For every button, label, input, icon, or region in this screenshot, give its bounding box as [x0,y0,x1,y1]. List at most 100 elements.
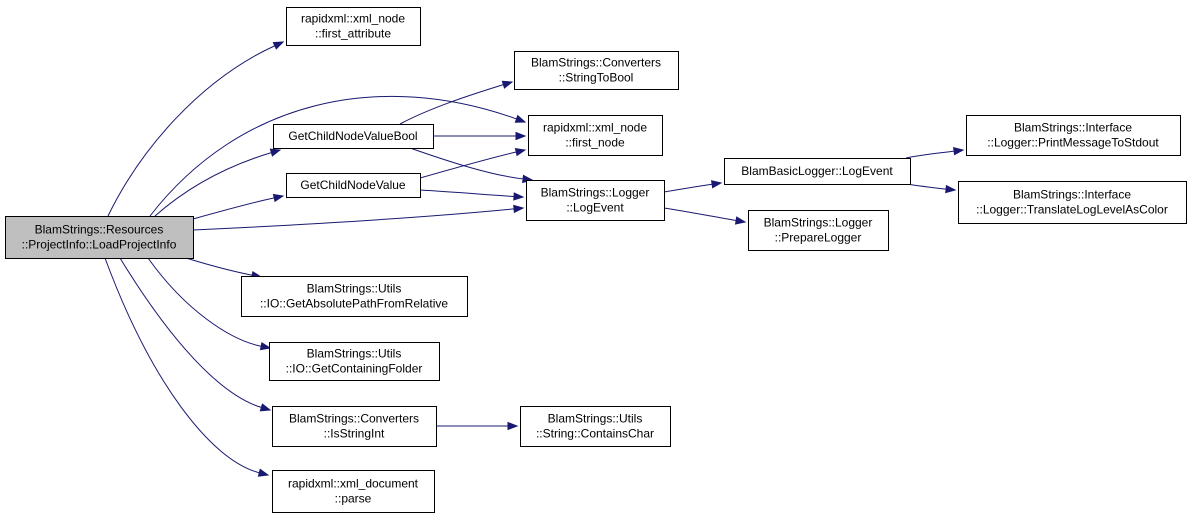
arrow-head [514,114,527,123]
node-label: BlamStrings::Utils [548,412,643,426]
nodes-layer: BlamStrings::Resources::ProjectInfo::Loa… [5,7,1187,513]
arrow-head [507,421,519,431]
node-label: ::IO::GetContainingFolder [286,362,423,376]
node-label: ::String::ContainsChar [536,427,654,441]
node-tlla[interactable]: BlamStrings::Interface::Logger::Translat… [958,181,1187,224]
node-label: ::LogEvent [566,201,624,215]
node-box [514,51,679,90]
edge-line [419,151,517,179]
edge-slog-bbl [663,180,723,193]
node-box [748,210,889,251]
node-label: GetChildNodeValue [300,178,406,192]
node-box [958,181,1187,224]
arrow-head [259,403,272,412]
edge-root-slog [192,204,525,231]
node-label: ::parse [335,492,372,506]
node-gcnvb[interactable]: GetChildNodeValueBool [273,124,434,149]
edge-root-fnode [149,95,527,217]
arrow-head [710,180,723,189]
node-label: ::IO::GetAbsolutePathFromRelative [260,297,448,311]
node-gapr[interactable]: BlamStrings::Utils::IO::GetAbsolutePathF… [241,276,468,317]
node-pmts[interactable]: BlamStrings::Interface::Logger::PrintMes… [966,115,1181,156]
edge-line [185,257,253,276]
node-label: ::Logger::PrintMessageToStdout [987,136,1159,150]
edge-line [905,183,947,190]
node-box [273,124,434,149]
node-box [286,173,421,198]
edge-gcnv-fnode [419,147,527,179]
node-label: BlamStrings::Interface [1014,121,1132,135]
node-fattr[interactable]: rapidxml::xml_node::first_attribute [286,7,421,46]
edge-line [663,207,737,222]
node-box [724,158,911,185]
node-label: ::Logger::TranslateLogLevelAsColor [976,203,1168,217]
node-label: BlamStrings::Logger [541,186,650,200]
arrow-head [501,80,514,89]
node-parse[interactable]: rapidxml::xml_document::parse [272,470,435,513]
edges-layer [104,41,965,477]
node-box [272,470,435,513]
node-label: ::PrepareLogger [775,231,862,245]
arrow-head [513,204,525,214]
node-gcf[interactable]: BlamStrings::Utils::IO::GetContainingFol… [269,342,440,381]
node-box [966,115,1181,156]
node-box [269,342,440,381]
node-box [526,180,665,221]
arrow-head [272,41,285,50]
edge-root-fattr [107,41,285,217]
edge-slog-prep [663,207,747,225]
node-label: BlamStrings::Utils [307,347,402,361]
edge-line [192,197,275,220]
arrow-head [514,147,527,157]
node-slog[interactable]: BlamStrings::Logger::LogEvent [526,180,665,221]
node-label: BlamStrings::Logger [764,216,873,230]
edge-line [663,183,713,193]
node-label: rapidxml::xml_node [543,121,647,135]
node-box [520,406,671,447]
arrow-head [734,216,747,225]
node-box [286,7,421,46]
node-label: ::StringToBool [559,71,634,85]
node-box [241,276,468,317]
arrow-head [945,184,957,194]
edge-root-gcf [147,257,272,351]
node-root: BlamStrings::Resources::ProjectInfo::Loa… [5,216,194,259]
node-label: ::IsStringInt [324,427,385,441]
node-label: rapidxml::xml_document [288,477,419,491]
node-bbl[interactable]: BlamBasicLogger::LogEvent [724,158,911,185]
edge-line [119,257,262,408]
node-label: ::first_attribute [315,27,391,41]
edge-gcnvb-slog [409,147,534,184]
node-label: rapidxml::xml_node [301,12,405,26]
edge-line [104,257,260,474]
edge-line [409,147,524,180]
node-gcnv[interactable]: GetChildNodeValue [286,173,421,198]
edge-bbl-tlla [905,183,957,194]
edge-line [905,150,955,159]
arrow-head [269,148,282,157]
node-box [528,115,663,156]
edge-root-parse [104,257,270,477]
node-cc[interactable]: BlamStrings::Utils::String::ContainsChar [520,406,671,447]
edge-gcnvb-fnode [433,131,527,141]
edge-line [147,257,262,347]
node-prep[interactable]: BlamStrings::Logger::PrepareLogger [748,210,889,251]
arrow-head [953,147,965,156]
node-label: BlamBasicLogger::LogEvent [741,164,893,178]
arrow-head [272,193,285,203]
edge-gcnv-slog [419,189,525,201]
edge-line [154,152,272,217]
arrow-head [513,192,525,201]
node-label: BlamStrings::Utils [307,282,402,296]
node-fnode[interactable]: rapidxml::xml_node::first_node [528,115,663,156]
node-label: GetChildNodeValueBool [288,129,417,143]
edge-bbl-pmts [905,147,965,159]
node-label: BlamStrings::Resources [35,223,164,237]
node-isi[interactable]: BlamStrings::Converters::IsStringInt [272,406,437,447]
node-stb[interactable]: BlamStrings::Converters::StringToBool [514,51,679,90]
node-label: BlamStrings::Converters [289,412,419,426]
node-label: ::ProjectInfo::LoadProjectInfo [22,238,177,252]
node-label: BlamStrings::Interface [1013,188,1131,202]
edge-line [419,189,515,197]
edge-root-gapr [185,257,263,280]
